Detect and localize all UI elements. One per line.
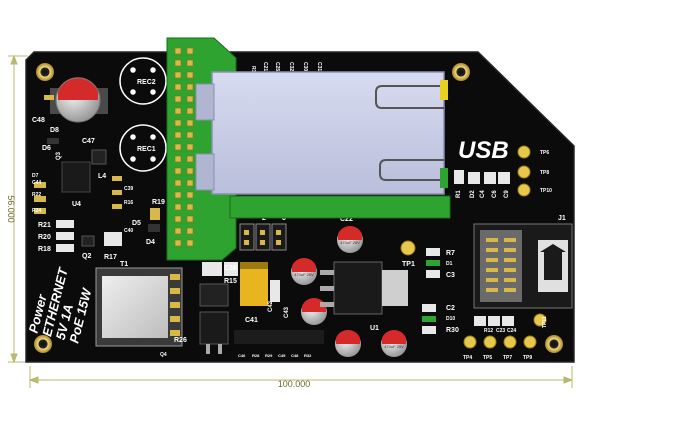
label-q3: Q3: [56, 151, 62, 160]
label-c41: C41: [245, 317, 258, 324]
label-c21: C21: [262, 62, 268, 71]
label-d1: D1: [446, 261, 453, 267]
label-c42: C42: [268, 300, 274, 312]
label-r26: R26: [174, 337, 187, 344]
label-tp7: TP7: [503, 355, 512, 361]
label-c39: C39: [124, 186, 133, 192]
dimension-width-label: 100.000: [278, 379, 311, 389]
test-points-top-right: [517, 145, 531, 197]
label-d10: D10: [446, 316, 455, 322]
label-c24: C24: [507, 328, 516, 334]
label-tp1: TP1: [402, 261, 415, 268]
label-q4: Q4: [160, 352, 167, 358]
label-tp5: TP5: [483, 355, 492, 361]
mounting-holes: [34, 63, 563, 353]
label-c40: C40: [124, 228, 133, 234]
label-r18: R18: [38, 246, 51, 253]
cap-text-1: 470uF 25V: [294, 272, 314, 277]
usb-area-parts: [454, 170, 510, 184]
label-r20: R20: [38, 234, 51, 241]
label-r24: R24: [32, 208, 41, 214]
capacitor-c47: [50, 77, 108, 123]
label-r19: R19: [152, 199, 165, 206]
label-r30: R30: [446, 327, 459, 334]
label-r22: R22: [32, 192, 41, 198]
label-r15: R15: [224, 278, 237, 285]
right-middle-parts: [400, 240, 547, 349]
label-c48: C48: [32, 117, 45, 124]
label-rec1: REC1: [137, 146, 156, 153]
bottom-label-0: C46: [238, 353, 246, 358]
label-c38: C38: [224, 265, 237, 272]
label-d4: D4: [146, 239, 155, 246]
label-j1: J1: [558, 215, 566, 222]
bottom-label-3: C45: [278, 353, 286, 358]
label-d2: D2: [470, 190, 476, 198]
label-tp4: TP4: [463, 355, 472, 361]
label-r3: R3: [250, 66, 256, 73]
cap-text-3: 470uF 25V: [384, 344, 404, 349]
label-rec2: REC2: [137, 79, 156, 86]
label-r1: R1: [456, 190, 462, 198]
label-c22: C22: [340, 216, 353, 223]
label-tp8: TP8: [540, 170, 549, 176]
rectifier-rec1: [119, 124, 167, 172]
label-tp9: TP9: [523, 355, 532, 361]
label-d7: D7: [32, 173, 39, 179]
bottom-label-2: R29: [265, 353, 273, 358]
dimension-height-label: 56.000: [6, 195, 16, 223]
label-c25: C25: [274, 62, 280, 71]
label-c44: C44: [32, 180, 41, 186]
label-r12: R12: [484, 328, 493, 334]
label-c3: C3: [446, 272, 455, 279]
label-c6: C6: [492, 190, 498, 198]
label-t1: T1: [120, 261, 128, 268]
bottom-row-labels: C46 R28 R29 C45 C48 R32: [238, 353, 312, 358]
bottom-label-5: R32: [304, 353, 312, 358]
label-tp10: TP10: [540, 188, 552, 194]
small-caps: [291, 226, 407, 357]
label-c31: C31: [316, 62, 322, 71]
transformer-t1: [95, 267, 183, 347]
usb-label: USB: [458, 137, 509, 164]
label-r7: R7: [446, 250, 455, 257]
label-c2: C2: [446, 305, 455, 312]
label-u1: U1: [370, 325, 379, 332]
label-c9: C9: [504, 190, 510, 198]
usb-connector-j1: [473, 223, 573, 309]
label-r17: R17: [104, 254, 117, 261]
top-labels: R3 C21 C25 C32 C30 C31: [250, 62, 322, 73]
power-section: [199, 262, 324, 354]
label-r21: R21: [38, 222, 51, 229]
label-c47: C47: [82, 138, 95, 145]
label-tp6: TP6: [540, 150, 549, 156]
label-u4: U4: [72, 201, 81, 208]
bottom-label-1: R28: [252, 353, 260, 358]
label-tp11: TP11: [542, 316, 548, 328]
label-c32: C32: [288, 62, 294, 71]
left-small-parts: [34, 95, 160, 252]
label-q2: Q2: [82, 253, 91, 260]
label-d5: D5: [132, 220, 141, 227]
rectifier-rec2: [119, 57, 167, 105]
label-d8: D8: [50, 127, 59, 134]
label-c43: C43: [284, 306, 290, 318]
label-l4: L4: [98, 173, 106, 180]
label-c4: C4: [480, 190, 486, 198]
label-c30: C30: [302, 62, 308, 71]
bottom-label-4: C48: [291, 353, 299, 358]
dimension-lines: [8, 54, 574, 388]
label-d6: D6: [42, 145, 51, 152]
rj45-jack: [195, 71, 451, 219]
label-r16: R16: [124, 200, 133, 206]
label-c23: C23: [496, 328, 505, 334]
regulator-u1: [320, 261, 408, 315]
poe-silkscreen: PoE 15W 5V 1A ETHERNET Power: [26, 265, 95, 344]
cap-text-2: 470uF 25V: [340, 240, 360, 245]
pin-headers: [239, 223, 287, 251]
